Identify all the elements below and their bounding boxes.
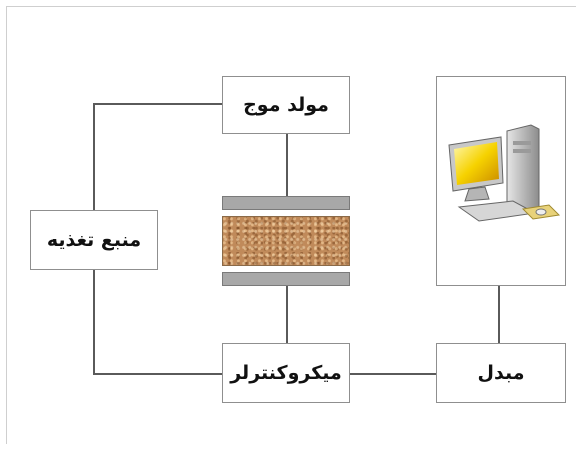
connector-plate-to-micro <box>286 286 288 343</box>
connector-computer-to-converter <box>498 286 500 343</box>
converter-box: مبدل <box>436 343 566 403</box>
connector-bottom-left-horizontal <box>93 373 223 375</box>
wave-generator-label: مولد موج <box>243 94 329 116</box>
top-plate <box>222 196 350 210</box>
computer-box <box>436 76 566 286</box>
power-supply-label: منبع تغذیه <box>46 229 142 251</box>
connector-left-lower-vertical <box>93 269 95 375</box>
microcontroller-box: میکروکنترلر <box>222 343 350 403</box>
connector-micro-to-converter <box>349 373 437 375</box>
bottom-plate <box>222 272 350 286</box>
microcontroller-label: میکروکنترلر <box>230 362 342 384</box>
connector-top-horizontal <box>93 103 223 105</box>
converter-label: مبدل <box>477 362 525 384</box>
computer-icon <box>448 124 561 222</box>
power-supply-box: منبع تغذیه <box>30 210 158 270</box>
diagram-frame <box>6 6 576 444</box>
wave-generator-box: مولد موج <box>222 76 350 134</box>
connector-wave-to-plate <box>286 134 288 196</box>
soil-sample <box>222 216 350 266</box>
connector-left-upper-vertical <box>93 103 95 211</box>
